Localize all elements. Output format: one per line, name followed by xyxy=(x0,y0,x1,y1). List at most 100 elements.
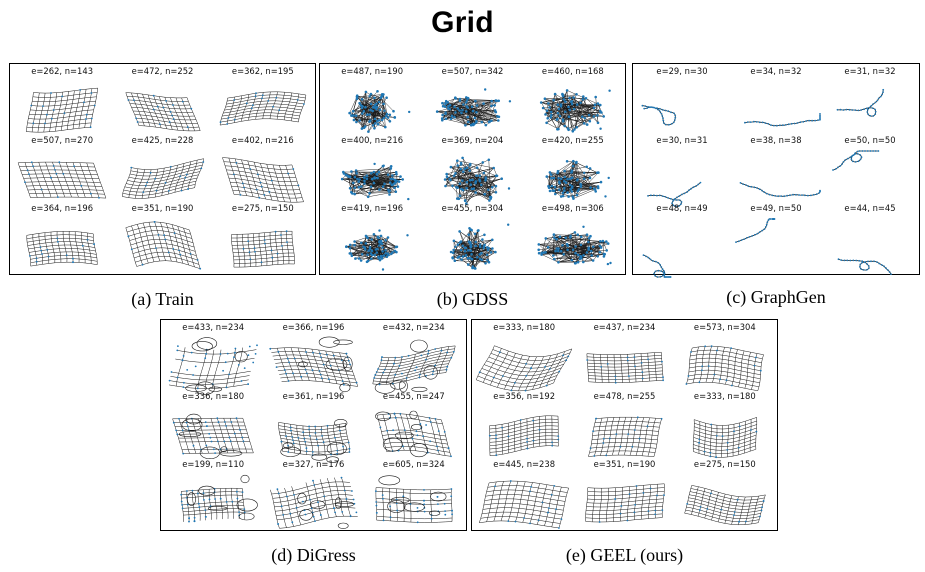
graph-stats-label: e=472, n=252 xyxy=(131,66,194,76)
graph-sample: e=38, n=38 xyxy=(726,135,826,217)
graph-stats-label: e=455, n=247 xyxy=(382,390,445,401)
graph-stats-label: e=333, n=180 xyxy=(493,322,556,332)
graph-drawing xyxy=(641,104,677,126)
graph-stats-label: e=262, n=143 xyxy=(31,66,94,76)
panel-frame xyxy=(160,319,467,531)
graph-stats-label: e=361, n=196 xyxy=(282,390,345,401)
panel-gdss: e=487, n=190 e=507, n=342 e=460, n=168 e=40… xyxy=(319,63,626,275)
graph-drawing xyxy=(18,160,107,199)
graph-drawing xyxy=(585,351,664,384)
panel-train: e=262, n=143 e=472, n=252 e=362, n=195 e=50… xyxy=(9,63,316,275)
graph-sample: e=48, n=49 xyxy=(632,203,732,285)
graph-drawing xyxy=(489,415,560,456)
graph-sample: e=369, n=204 xyxy=(423,135,523,217)
caption-geel: (e) GEEL (ours) xyxy=(565,545,684,565)
graph-stats-label: e=487, n=190 xyxy=(341,66,404,76)
graph-sample: e=455, n=247 xyxy=(364,391,464,473)
graph-stats-label: e=419, n=196 xyxy=(341,203,404,214)
graph-stats-label: e=478, n=255 xyxy=(593,390,656,401)
graph-sample: e=262, n=143 xyxy=(12,66,112,148)
graph-sample: e=29, n=30 xyxy=(632,66,732,148)
graph-stats-label: e=432, n=234 xyxy=(382,322,445,332)
graph-sample: e=507, n=270 xyxy=(12,135,112,217)
graph-sample: e=30, n=31 xyxy=(632,135,732,217)
graph-drawing xyxy=(443,156,510,205)
graph-drawing xyxy=(348,90,411,133)
graph-stats-label: e=605, n=324 xyxy=(382,459,445,470)
graph-stats-label: e=351, n=190 xyxy=(131,203,194,214)
graph-stats-label: e=369, n=204 xyxy=(441,134,504,145)
graph-stats-label: e=425, n=228 xyxy=(131,134,194,145)
graph-sample: e=361, n=196 xyxy=(264,391,364,473)
graph-drawing xyxy=(268,336,358,393)
graph-drawing xyxy=(341,162,410,200)
graph-sample: e=333, n=180 xyxy=(474,322,574,404)
graph-stats-label: e=366, n=196 xyxy=(282,322,345,332)
graph-drawing xyxy=(125,92,200,132)
graph-drawing xyxy=(479,480,570,530)
graph-drawing xyxy=(180,475,258,523)
graph-drawing xyxy=(584,483,665,524)
graph-sample: e=362, n=195 xyxy=(213,66,313,148)
graph-drawing xyxy=(125,221,201,270)
graph-sample: e=275, n=150 xyxy=(675,459,775,541)
graph-drawing xyxy=(587,416,662,457)
graph-drawing xyxy=(345,229,409,272)
graph-drawing xyxy=(435,88,511,127)
caption-train: (a) Train xyxy=(131,289,194,309)
graph-drawing xyxy=(836,88,885,117)
graph-stats-label: e=420, n=255 xyxy=(541,134,604,145)
graph-drawing xyxy=(684,485,766,526)
graph-drawing xyxy=(168,337,259,395)
graph-drawing xyxy=(539,89,611,133)
graph-drawing xyxy=(219,91,306,126)
graph-drawing xyxy=(837,258,892,276)
graph-drawing xyxy=(692,416,758,458)
graph-stats-label: e=460, n=168 xyxy=(541,66,604,76)
graph-stats-label: e=49, n=50 xyxy=(750,203,802,214)
graph-stats-label: e=573, n=304 xyxy=(693,322,756,332)
graph-drawing xyxy=(744,113,821,127)
graph-stats-label: e=29, n=30 xyxy=(656,66,708,76)
caption-digress: (d) DiGress xyxy=(271,545,356,565)
graph-sample: e=460, n=168 xyxy=(523,66,623,148)
graph-drawing xyxy=(277,418,350,463)
caption-graphgen: (c) GraphGen xyxy=(726,287,826,307)
graph-drawing xyxy=(476,345,573,392)
figure-title: Grid xyxy=(431,6,494,39)
graph-sample: e=356, n=192 xyxy=(474,391,574,473)
graph-sample: e=333, n=180 xyxy=(675,391,775,473)
graph-drawing xyxy=(172,413,254,459)
graph-drawing xyxy=(545,159,610,200)
graph-drawing xyxy=(231,230,295,268)
graph-stats-label: e=400, n=216 xyxy=(341,134,404,145)
graph-sample: e=455, n=304 xyxy=(423,203,523,285)
graph-sample: e=49, n=50 xyxy=(726,203,826,285)
graph-stats-label: e=356, n=192 xyxy=(493,390,556,401)
graph-sample: e=487, n=190 xyxy=(322,66,422,148)
graph-stats-label: e=433, n=234 xyxy=(182,322,245,332)
graph-sample: e=275, n=150 xyxy=(213,203,313,285)
panel-geel: e=333, n=180 e=437, n=234 e=573, n=304 e=35… xyxy=(471,319,778,531)
graph-sample: e=351, n=190 xyxy=(113,203,213,285)
graph-drawing xyxy=(269,477,358,530)
graph-stats-label: e=445, n=238 xyxy=(493,459,556,470)
graph-sample: e=402, n=216 xyxy=(213,135,313,217)
graph-stats-label: e=50, n=50 xyxy=(844,134,896,145)
graph-stats-label: e=507, n=342 xyxy=(441,66,504,76)
caption-gdss: (b) GDSS xyxy=(436,289,509,309)
graph-stats-label: e=34, n=32 xyxy=(750,66,802,76)
graph-sample: e=605, n=324 xyxy=(364,459,464,541)
graph-stats-label: e=275, n=150 xyxy=(231,203,294,214)
graph-stats-label: e=437, n=234 xyxy=(593,322,656,332)
graph-drawing xyxy=(647,181,702,207)
graph-stats-label: e=38, n=38 xyxy=(750,134,802,145)
graph-sample: e=31, n=32 xyxy=(820,66,920,148)
graph-sample: e=573, n=304 xyxy=(675,322,775,404)
graph-sample: e=498, n=306 xyxy=(523,203,623,285)
graph-stats-label: e=498, n=306 xyxy=(541,203,604,214)
graph-sample: e=478, n=255 xyxy=(575,391,675,473)
graph-stats-label: e=31, n=32 xyxy=(844,66,896,76)
graph-sample: e=433, n=234 xyxy=(163,322,263,404)
graph-drawing xyxy=(121,158,204,199)
